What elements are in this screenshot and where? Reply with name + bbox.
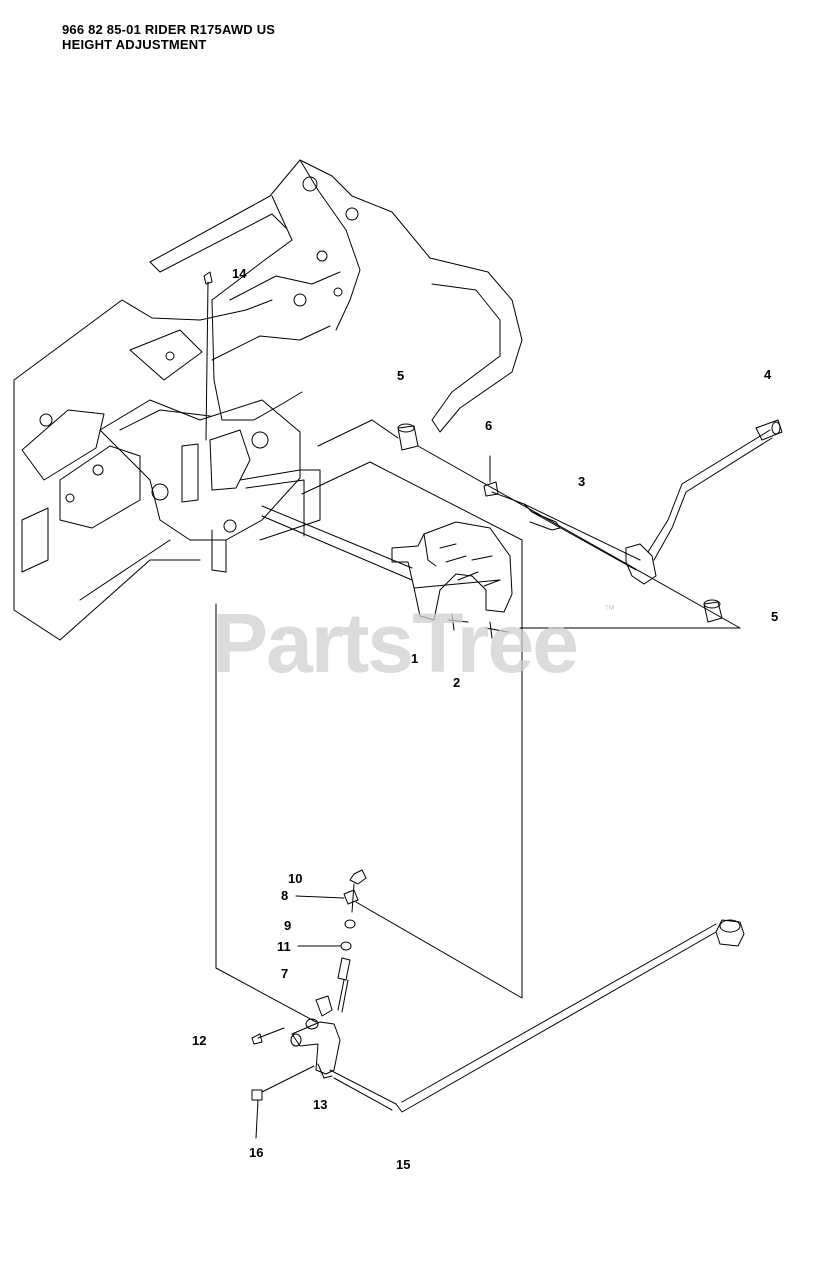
callout-4: 4 xyxy=(764,367,772,382)
tractor-frame xyxy=(13,159,523,641)
part-4-handle-grip xyxy=(755,419,783,441)
callout-8: 8 xyxy=(281,888,289,903)
part-14-screw xyxy=(203,271,213,441)
part-3-lift-lever xyxy=(491,429,773,585)
part-11-washer xyxy=(297,941,352,951)
part-16-bolt xyxy=(251,1065,315,1139)
part-5-bushing-right xyxy=(703,599,723,623)
callout-13: 13 xyxy=(313,1097,328,1112)
part-12-pin xyxy=(251,1027,285,1045)
part-13-lift-arm xyxy=(290,995,341,1079)
callout-11: 11 xyxy=(277,939,291,954)
part-8-bolt xyxy=(295,883,359,913)
trademark-symbol: ™ xyxy=(604,604,615,616)
callout-10: 10 xyxy=(288,871,303,886)
callout-1: 1 xyxy=(411,651,419,666)
part-1-height-bracket xyxy=(391,521,513,621)
model-line: 966 82 85-01 RIDER R175AWD US xyxy=(62,22,276,37)
callout-12: 12 xyxy=(192,1033,207,1048)
partstree-watermark: PartsTree xyxy=(212,596,579,690)
part-7-link xyxy=(337,957,351,1013)
callout-16: 16 xyxy=(249,1145,264,1160)
callout-5-right: 5 xyxy=(771,609,779,624)
callout-5-top: 5 xyxy=(397,368,405,383)
callout-14: 14 xyxy=(232,266,247,281)
callout-2: 2 xyxy=(453,675,461,690)
callout-15: 15 xyxy=(396,1157,411,1172)
part-6-pin xyxy=(483,455,499,497)
callout-3: 3 xyxy=(578,474,586,489)
part-9-washer xyxy=(344,919,356,929)
callout-9: 9 xyxy=(284,918,292,933)
assembly-reference-lines xyxy=(215,419,741,1023)
part-10-nut xyxy=(349,869,367,885)
part-15-lift-rod xyxy=(329,919,745,1113)
callout-7: 7 xyxy=(281,966,289,981)
section-title: HEIGHT ADJUSTMENT xyxy=(62,37,207,52)
diagram-header: 966 82 85-01 RIDER R175AWD US HEIGHT ADJ… xyxy=(62,22,275,52)
part-5-bushing-top xyxy=(397,423,419,451)
callout-6: 6 xyxy=(485,418,493,433)
pivot-rod xyxy=(261,515,413,581)
part-2-bolts xyxy=(447,613,509,639)
